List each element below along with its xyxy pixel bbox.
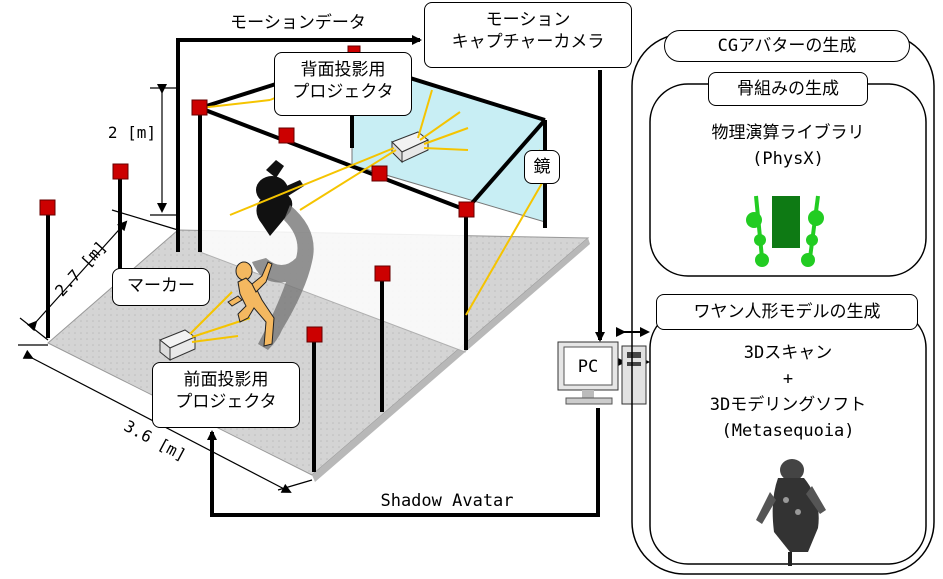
shadow-avatar-arrow [207, 408, 600, 517]
wayang-puppet [756, 459, 826, 566]
frame [198, 58, 547, 350]
shadow-avatar-label: Shadow Avatar [380, 491, 514, 511]
model-line4: (Metasequoia) [721, 421, 855, 441]
model-title: ワヤン人形モデルの生成 [656, 294, 918, 330]
front-projector-line1: 前面投影用 [183, 370, 269, 390]
motion-data-label: モーションデータ [230, 13, 366, 33]
cg-panel-title: CGアバターの生成 [664, 30, 910, 62]
skeleton-title: 骨組みの生成 [708, 72, 868, 106]
model-line2: + [782, 369, 794, 389]
rear-projector-line2: プロジェクタ [292, 82, 394, 103]
stage-floor-edge [312, 238, 590, 482]
model-line3: 3Dモデリングソフト [709, 395, 867, 415]
rear-projector-line1: 背面投影用 [300, 60, 386, 80]
rear-projector-label: 背面投影用 プロジェクタ [274, 52, 412, 116]
mocap-camera-line1: モーション [485, 10, 571, 30]
mirror-label: 鏡 [524, 150, 560, 184]
skeleton-illustration [746, 195, 824, 267]
marker-label: マーカー [112, 268, 210, 306]
orange-avatar [227, 261, 275, 347]
floor-shadow [252, 205, 314, 350]
pc-computer [557, 341, 647, 405]
motion-data-arrow [176, 35, 422, 252]
model-line1: 3Dスキャン [743, 343, 833, 363]
rear-projection-rays [229, 89, 469, 216]
front-projector-label: 前面投影用 プロジェクタ [152, 362, 300, 428]
mocap-camera-line2: キャプチャーカメラ [451, 32, 605, 53]
shadow-silhouette [256, 160, 304, 236]
skeleton-line1: 物理演算ライブラリ [711, 123, 865, 143]
skeleton-line2: (PhysX) [752, 149, 824, 169]
front-projector-line2: プロジェクタ [175, 392, 277, 413]
pc-label: PC [577, 357, 599, 377]
height-dimension-label: 2 [m] [107, 123, 157, 142]
mocap-camera-box: モーション キャプチャーカメラ [424, 2, 632, 68]
